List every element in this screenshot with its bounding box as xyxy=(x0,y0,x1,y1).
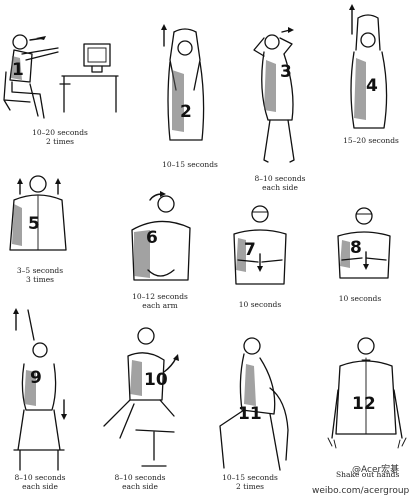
exercise-2-panel: 2 10–15 seconds xyxy=(150,0,230,170)
exercise-10-repetition: each side xyxy=(122,482,158,491)
exercise-11-panel: 11 10–15 seconds 2 times xyxy=(200,330,300,500)
exercise-6-repetition: each arm xyxy=(142,301,178,310)
exercise-10-duration: 8–10 seconds xyxy=(114,473,166,482)
exercise-9-caption: 8–10 seconds each side xyxy=(0,473,80,491)
exercise-11-illustration xyxy=(219,337,289,471)
exercise-5-repetition: 3 times xyxy=(26,275,54,284)
exercise-1-number: 1 xyxy=(12,60,24,80)
exercise-4-duration: 15–20 seconds xyxy=(343,136,399,145)
exercise-4-number: 4 xyxy=(366,76,378,96)
watermark-url: weibo.com/acergroup xyxy=(312,486,410,496)
exercise-7-duration: 10 seconds xyxy=(238,300,282,309)
exercise-10-number: 10 xyxy=(144,370,168,390)
exercise-8-number: 8 xyxy=(350,238,362,258)
exercise-4-caption: 15–20 seconds xyxy=(330,136,412,145)
exercise-5-illustration xyxy=(9,175,67,251)
exercise-4-panel: 4 15–20 seconds xyxy=(330,0,412,160)
exercise-7-illustration xyxy=(233,205,287,285)
exercise-5-panel: 5 3–5 seconds 3 times xyxy=(0,170,80,300)
exercise-7-number: 7 xyxy=(244,240,256,260)
exercise-8-caption: 10 seconds xyxy=(320,294,400,303)
exercise-12-illustration xyxy=(327,337,407,449)
exercise-5-caption: 3–5 seconds 3 times xyxy=(0,266,80,284)
exercise-1-duration: 10–20 seconds xyxy=(32,128,88,137)
exercise-8-panel: 8 10 seconds xyxy=(320,200,400,310)
exercise-11-repetition: 2 times xyxy=(236,482,264,491)
exercise-10-illustration xyxy=(103,327,179,467)
exercise-9-duration: 8–10 seconds xyxy=(14,473,66,482)
exercise-12-instruction: Shake out hands xyxy=(336,470,400,479)
exercise-3-repetition: each side xyxy=(262,183,298,192)
exercise-8-duration: 10 seconds xyxy=(338,294,382,303)
exercise-2-number: 2 xyxy=(180,102,192,122)
exercise-3-panel: 3 8–10 seconds each side xyxy=(240,20,320,200)
exercise-10-caption: 8–10 seconds each side xyxy=(100,473,180,491)
exercise-6-panel: 6 10–12 seconds each arm xyxy=(120,190,200,310)
exercise-1-repetition: 2 times xyxy=(46,137,74,146)
exercise-3-illustration xyxy=(253,27,295,163)
exercise-3-number: 3 xyxy=(280,62,292,82)
exercise-1-panel: 1 10–20 seconds 2 times xyxy=(0,0,120,160)
exercise-11-number: 11 xyxy=(238,404,262,424)
exercise-1-caption: 10–20 seconds 2 times xyxy=(20,128,100,146)
watermark-handle: @Acer宏碁 xyxy=(352,465,400,475)
exercise-11-duration: 10–15 seconds xyxy=(222,473,278,482)
exercise-12-number: 12 xyxy=(352,394,376,414)
exercise-5-number: 5 xyxy=(28,214,40,234)
exercise-1-illustration xyxy=(3,34,119,119)
exercise-6-duration: 10–12 seconds xyxy=(132,292,188,301)
exercise-12-caption: Shake out hands xyxy=(336,470,412,479)
exercise-4-illustration xyxy=(349,4,388,129)
exercise-6-number: 6 xyxy=(146,228,158,248)
exercise-11-caption: 10–15 seconds 2 times xyxy=(210,473,290,491)
exercise-5-duration: 3–5 seconds xyxy=(16,266,64,275)
exercise-9-panel: 9 8–10 seconds each side xyxy=(0,300,80,500)
exercise-2-duration: 10–15 seconds xyxy=(162,160,218,169)
exercise-6-caption: 10–12 seconds each arm xyxy=(120,292,200,310)
exercise-3-duration: 8–10 seconds xyxy=(254,174,306,183)
exercise-2-illustration xyxy=(161,24,205,141)
exercise-8-illustration xyxy=(337,207,391,279)
exercise-10-panel: 10 8–10 seconds each side xyxy=(90,320,190,500)
exercise-6-illustration xyxy=(131,191,191,281)
exercise-2-caption: 10–15 seconds xyxy=(150,160,230,169)
exercise-7-caption: 10 seconds xyxy=(220,300,300,309)
exercise-3-caption: 8–10 seconds each side xyxy=(240,174,320,192)
exercise-9-illustration xyxy=(13,308,67,471)
exercise-9-repetition: each side xyxy=(22,482,58,491)
exercise-7-panel: 7 10 seconds xyxy=(220,200,300,320)
exercise-9-number: 9 xyxy=(30,368,42,388)
exercise-12-panel: 12 xyxy=(320,330,412,470)
